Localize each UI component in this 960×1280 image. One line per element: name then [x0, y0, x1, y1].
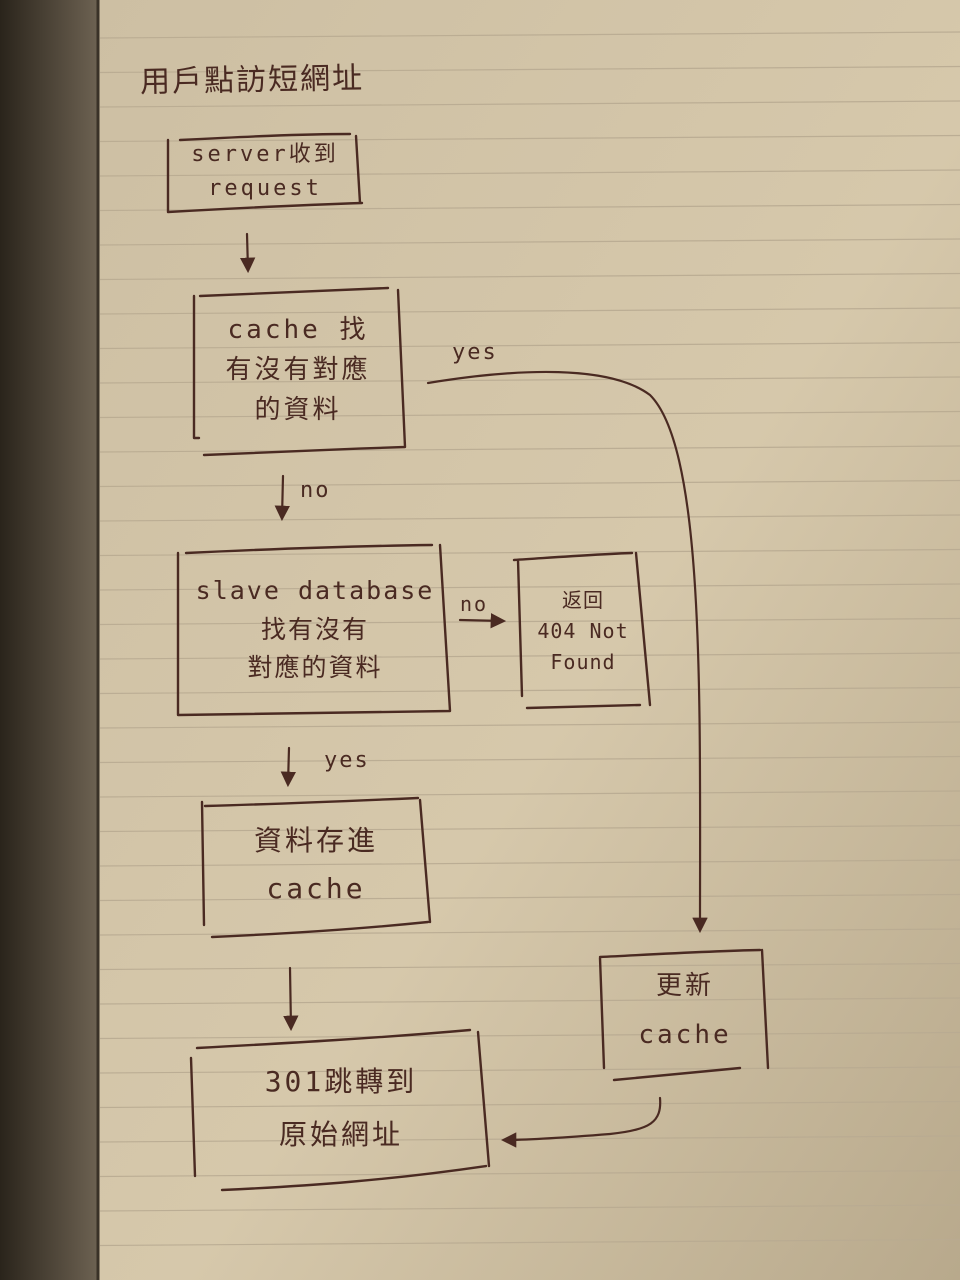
diagram-title: 用戶點訪短網址 [139, 61, 365, 100]
ruled-line [99, 1031, 960, 1040]
ruled-line [99, 893, 960, 902]
ruled-line [99, 514, 960, 522]
edge-db-to-404 [458, 613, 507, 629]
node-server-line-2: request [208, 176, 322, 201]
ruled-line [99, 824, 960, 833]
node-server: server收到 request [172, 136, 358, 208]
ruled-line [99, 169, 960, 177]
left-page-edge [0, 0, 98, 1280]
paper-sheet [98, 0, 960, 1280]
node-update-cache: 更新 cache [606, 955, 764, 1067]
node-store-cache-line-2: cache [266, 872, 366, 905]
edge-label-db-no: no [460, 592, 489, 616]
node-store-cache-line-1: 資料存進 [253, 824, 378, 858]
ruled-line [99, 790, 960, 798]
ruled-line [99, 410, 960, 419]
edge-label-cache-yes: yes [452, 340, 498, 365]
node-store-cache: 資料存進 cache [210, 806, 422, 924]
node-update-cache-box [598, 948, 770, 1082]
node-store-cache-box [200, 796, 432, 939]
ruled-line [99, 617, 960, 626]
ruled-line [99, 307, 960, 315]
edge-store-to-redirect [283, 966, 299, 1032]
ruled-line [99, 997, 960, 1005]
node-cache-lookup-box [192, 286, 407, 457]
ruled-line [99, 928, 960, 936]
node-slave-db-box [176, 543, 452, 717]
ruled-line [99, 65, 960, 74]
node-cache-lookup-line-1: cache 找 [227, 314, 369, 345]
edge-server-to-cache [239, 232, 256, 274]
node-server-box [166, 132, 364, 214]
ruled-line [99, 1204, 960, 1212]
ruled-line [99, 548, 960, 557]
ruled-line [99, 272, 960, 281]
node-404: 返回 404 Not Found [522, 560, 644, 702]
ruled-line [99, 721, 960, 729]
node-redirect-line-1: 301跳轉到 [264, 1064, 418, 1098]
ruled-line [99, 962, 960, 971]
ruled-line [99, 238, 960, 246]
ruled-line [99, 1238, 960, 1247]
node-slave-db-line-1: slave database [195, 575, 435, 605]
edge-label-db-yes: yes [324, 748, 370, 773]
node-404-line-2: 404 Not [537, 618, 629, 643]
node-redirect-line-2: 原始網址 [278, 1118, 403, 1151]
ruled-line [99, 31, 960, 39]
node-404-box [512, 551, 652, 710]
ruled-line [99, 134, 960, 143]
node-404-line-3: Found [550, 649, 616, 674]
ruled-line [99, 1100, 960, 1109]
node-cache-lookup-line-2: 有沒有對應 [225, 354, 371, 385]
node-slave-db-line-2: 找有沒有 [260, 614, 369, 644]
ruled-line [99, 479, 960, 488]
ruled-line [99, 203, 960, 212]
ruled-line [99, 1066, 960, 1074]
edge-db-to-store [280, 746, 297, 788]
ruled-line [99, 1169, 960, 1178]
edge-cache-to-db [274, 474, 290, 522]
ruled-line [99, 859, 960, 867]
edge-update-to-redirect [500, 1096, 662, 1148]
node-update-cache-line-1: 更新 [655, 970, 714, 1001]
ruled-line [99, 652, 960, 660]
node-404-line-1: 返回 [562, 587, 604, 612]
ruled-line [99, 100, 960, 108]
node-cache-lookup-line-3: 的資料 [254, 395, 342, 426]
ruled-line [99, 341, 960, 350]
ruled-lines [99, 31, 960, 1247]
node-update-cache-line-2: cache [638, 1020, 732, 1050]
node-redirect-box [189, 1028, 491, 1192]
edge-label-cache-no: no [300, 478, 331, 503]
ruled-line [99, 376, 960, 384]
ruled-line [99, 755, 960, 764]
ruled-line [99, 583, 960, 591]
node-slave-db: slave database 找有沒有 對應的資料 [186, 550, 444, 710]
ruled-line [99, 445, 960, 453]
node-server-line-1: server收到 [191, 141, 339, 167]
node-redirect: 301跳轉到 原始網址 [200, 1040, 482, 1176]
node-slave-db-line-3: 對應的資料 [247, 653, 383, 683]
edge-cache-yes-to-update [426, 370, 708, 934]
node-cache-lookup: cache 找 有沒有對應 的資料 [198, 295, 398, 445]
ruled-line [99, 686, 960, 695]
